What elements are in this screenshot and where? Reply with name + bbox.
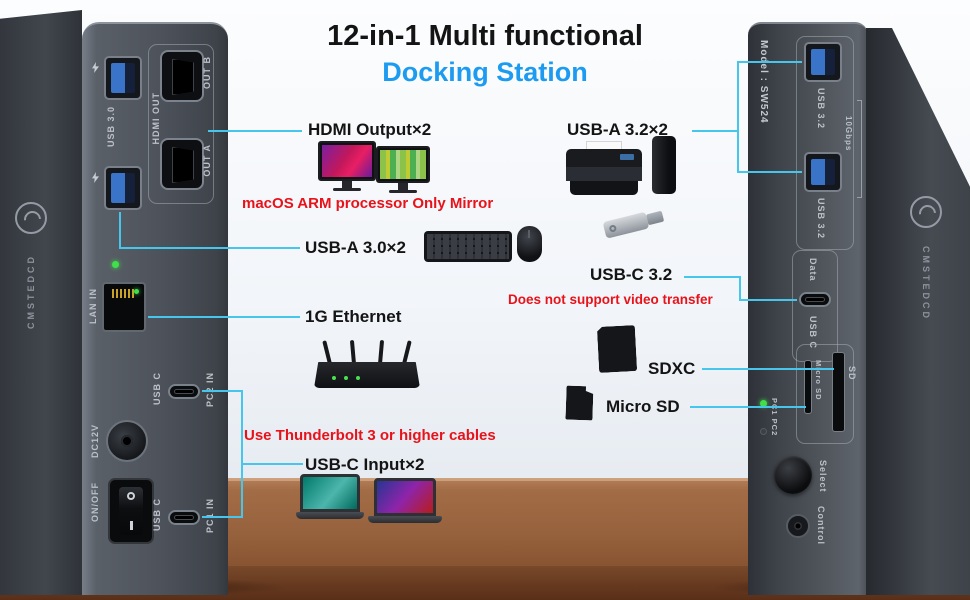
usbc32-callout-label: USB-C 3.2 (590, 265, 673, 284)
usbc-port-pc1 (168, 510, 200, 525)
monitor-stand (342, 181, 352, 188)
hdmi-port-a (160, 138, 204, 190)
storage-device-image (652, 136, 676, 194)
monitor-2-screen (380, 150, 426, 179)
speed-label: 10Gbps (844, 116, 853, 152)
callout-line-usbc-bracket (202, 390, 243, 518)
callout-line-usba32-bracket (737, 61, 802, 173)
pc1-led (760, 400, 767, 407)
laptop-1-base (296, 512, 364, 519)
usb-a-port-2 (104, 166, 142, 210)
thunderbolt-note: Use Thunderbolt 3 or higher cables (244, 427, 496, 444)
router-led (344, 376, 348, 380)
monitor-1 (318, 141, 376, 181)
router-body (314, 362, 420, 388)
control-label: Control (816, 506, 826, 545)
sd-group-outline (796, 344, 854, 444)
callout-line-usba30 (119, 212, 300, 249)
hdmi-output-label: HDMI Output×2 (308, 120, 432, 139)
monitor-2 (376, 146, 430, 183)
control-jack (786, 514, 810, 538)
hdmi-group-outline (148, 44, 214, 204)
usb-a-32-port-1 (804, 42, 842, 82)
charge-icon (92, 62, 99, 73)
hdmi-port-b (160, 50, 204, 102)
data-label: Data (808, 258, 818, 282)
usbc-data-group-outline (792, 250, 838, 362)
page-title-line1: 12-in-1 Multi functional (327, 20, 643, 52)
right-dock-back-panel (748, 22, 868, 595)
usb-a-32-port-2 (804, 152, 842, 192)
mouse-image (517, 226, 542, 262)
router-image (314, 334, 420, 388)
router-led (332, 376, 336, 380)
usb-a-port-1 (104, 56, 142, 100)
microsd-callout-label: Micro SD (606, 397, 680, 416)
power-switch (108, 478, 154, 544)
dual-monitors-image (318, 141, 438, 203)
brand-logo-icon (15, 202, 47, 234)
usbc-data-port-label: USB C (808, 316, 818, 350)
usb32-label-2: USB 3.2 (816, 198, 826, 240)
usb32-group-outline (796, 36, 854, 250)
monitor-base (333, 188, 361, 191)
hdmi-note: macOS ARM processor Only Mirror (242, 195, 494, 212)
laptop-2-base (368, 516, 442, 523)
monitor-stand (398, 183, 408, 190)
usba30-callout-label: USB-A 3.0×2 (305, 238, 406, 257)
usbc32-note: Does not support video transfer (508, 292, 713, 307)
usb32-label-1: USB 3.2 (816, 88, 826, 130)
switch-on-mark (130, 521, 133, 530)
usbc-data-port (799, 292, 831, 307)
pc-leds-label: PC1 PC2 (770, 398, 779, 437)
usba32-callout-label: USB-A 3.2×2 (567, 120, 668, 139)
callout-line-usbc32 (684, 276, 797, 301)
pc2-led (760, 428, 767, 435)
ethernet-port (102, 282, 146, 332)
sd-slot (832, 352, 845, 432)
micro-sd-slot-label: Micro SD (814, 360, 823, 401)
micro-sd-slot (804, 360, 812, 414)
printer-panel (620, 154, 634, 160)
brand-logo-icon (910, 196, 942, 228)
select-label: Select (818, 460, 828, 493)
brand-text: CMSTEDCD (921, 246, 931, 321)
laptop-2-screen (374, 478, 436, 516)
ethernet-callout-label: 1G Ethernet (305, 307, 402, 326)
printer-tray (570, 181, 638, 195)
speed-bracket (857, 100, 862, 198)
switch-off-mark (127, 492, 135, 500)
model-label: Model : SW524 (758, 40, 769, 124)
dc-power-jack (106, 420, 148, 462)
printer-top (566, 149, 642, 167)
printer-mid (566, 167, 642, 181)
select-button (774, 456, 812, 494)
usbc-input-callout-label: USB-C Input×2 (305, 455, 425, 474)
left-dock-side-panel: CMSTEDCD (0, 10, 82, 595)
page-title-line2: Docking Station (382, 57, 588, 87)
printer-image (566, 141, 642, 195)
monitor-base (389, 190, 417, 193)
sd-slot-label: SD (847, 366, 857, 381)
charge-icon (92, 172, 99, 183)
keyboard-image (424, 231, 512, 262)
router-led (356, 376, 360, 380)
usbc-port-pc2 (168, 384, 200, 399)
monitor-1-screen (322, 145, 372, 177)
laptop-1-screen (300, 474, 360, 512)
laptops-image (296, 474, 446, 536)
sdxc-callout-label: SDXC (648, 359, 696, 378)
power-led (112, 261, 119, 268)
